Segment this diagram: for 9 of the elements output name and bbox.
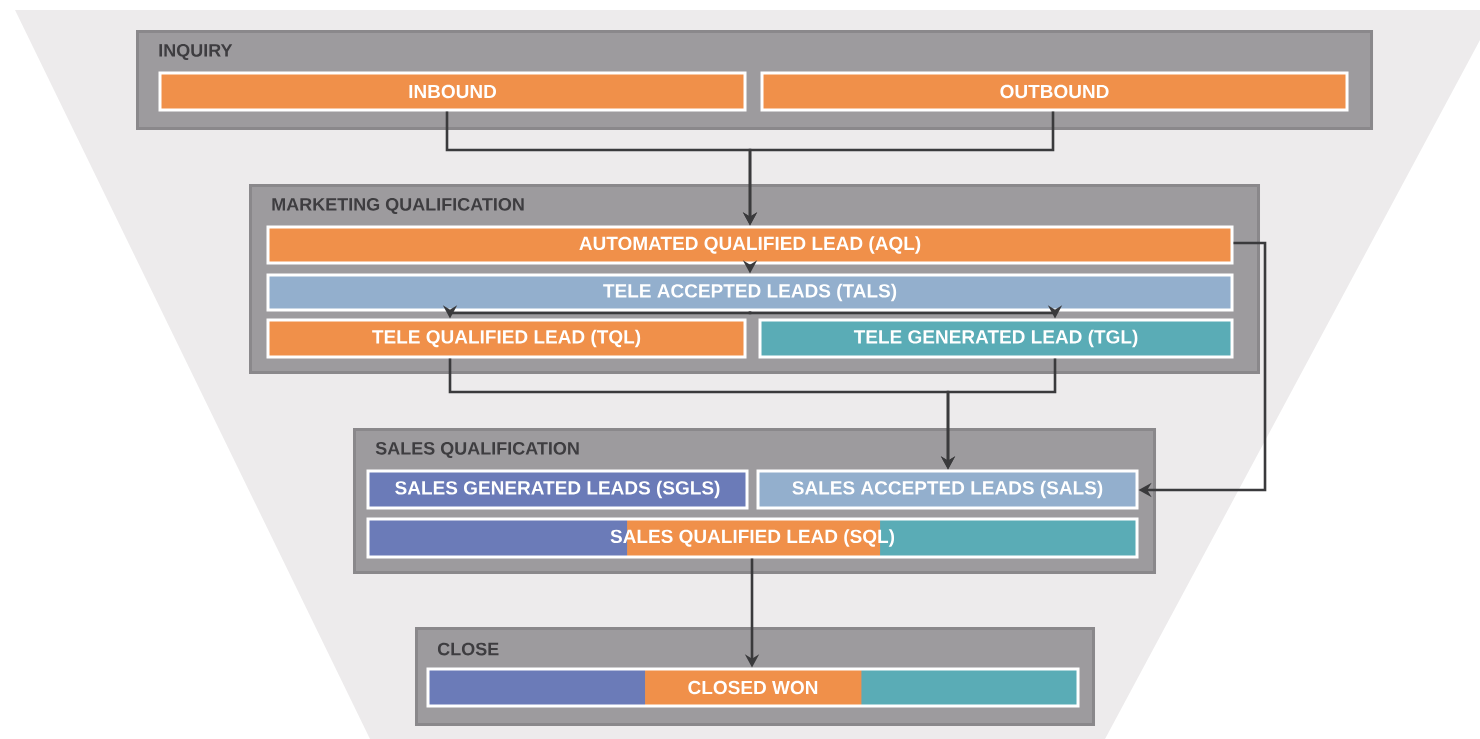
stage-box: SALES ACCEPTED LEADS (SALS) (756, 469, 1139, 510)
stage-box: OUTBOUND (760, 71, 1349, 112)
stage-box: AUTOMATED QUALIFIED LEAD (AQL) (266, 225, 1234, 265)
stage-box: SALES GENERATED LEADS (SGLS) (366, 469, 749, 510)
stage-box: TELE GENERATED LEAD (TGL) (758, 318, 1234, 359)
stage-box: TELE ACCEPTED LEADS (TALS) (266, 273, 1234, 312)
stage-box: CLOSED WON (426, 667, 1080, 708)
stage-box: INBOUND (158, 71, 747, 112)
stage-box: TELE QUALIFIED LEAD (TQL) (266, 318, 747, 359)
